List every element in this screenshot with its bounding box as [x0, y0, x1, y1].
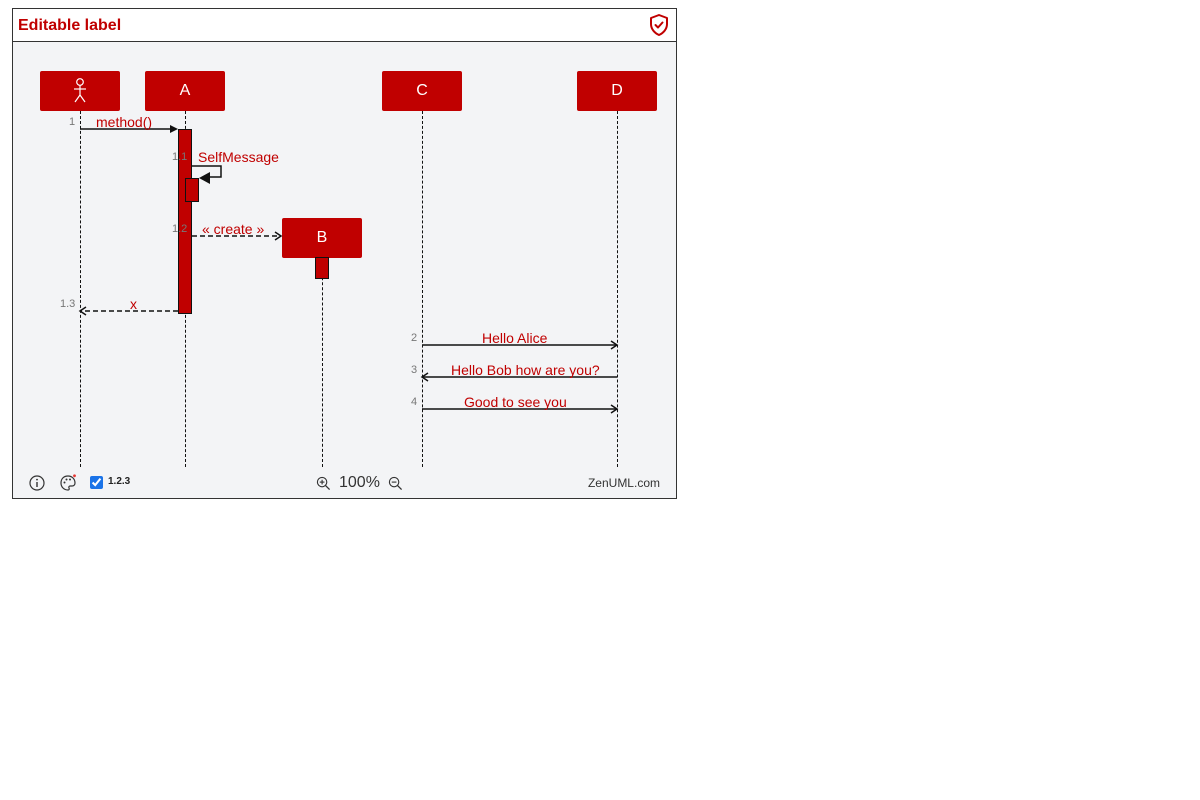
seq-num-3: 3: [411, 364, 418, 376]
seq-num-1-3: 1.3: [60, 298, 76, 310]
sequence-number-toggle[interactable]: [90, 476, 103, 489]
seq-num-1: 1: [69, 116, 76, 128]
zoom-out-icon[interactable]: [388, 476, 403, 491]
lifeline-actor: [80, 111, 81, 467]
participant-c[interactable]: C: [382, 71, 462, 111]
info-icon[interactable]: [29, 475, 45, 491]
message-label-self-message[interactable]: SelfMessage: [198, 149, 279, 165]
participant-b[interactable]: B: [282, 218, 362, 258]
seq-num-4: 4: [411, 396, 418, 408]
actor-icon: [74, 78, 86, 103]
activation-a-self: [185, 178, 199, 202]
diagram-title[interactable]: Editable label: [18, 17, 122, 34]
lifeline-b: [322, 257, 323, 467]
arrowhead-self-message: [199, 172, 210, 184]
message-label-method[interactable]: method(): [96, 114, 153, 130]
palette-icon[interactable]: [59, 474, 77, 492]
arrowhead-method: [170, 125, 178, 133]
arrow-self-message: [192, 165, 222, 178]
zoom-in-icon[interactable]: [316, 476, 331, 491]
lifeline-c: [422, 111, 423, 467]
diagram-frame: Editable label A B C D: [12, 8, 677, 499]
participant-d[interactable]: D: [577, 71, 657, 111]
arrowhead-create: [274, 231, 283, 241]
activation-a: [178, 129, 192, 314]
sequence-number-label: 1.2.3: [108, 476, 131, 487]
seq-num-1-1: 1.1: [172, 151, 188, 163]
message-label-create[interactable]: « create »: [202, 221, 265, 237]
participant-a[interactable]: A: [145, 71, 225, 111]
title-bar: Editable label: [13, 9, 676, 42]
seq-num-2: 2: [411, 332, 418, 344]
lifeline-d: [617, 111, 618, 467]
message-label-hello-alice[interactable]: Hello Alice: [482, 330, 548, 346]
brand-link[interactable]: ZenUML.com: [587, 476, 660, 490]
zoom-level: 100%: [339, 474, 380, 491]
seq-num-1-2: 1.2: [172, 223, 188, 235]
message-label-good-to-see-you[interactable]: Good to see you: [464, 394, 567, 410]
activation-b: [315, 257, 329, 279]
participant-actor[interactable]: [40, 71, 120, 111]
message-label-hello-bob[interactable]: Hello Bob how are you?: [451, 362, 600, 378]
shield-check-icon[interactable]: [648, 13, 670, 37]
message-label-x[interactable]: x: [130, 296, 137, 312]
